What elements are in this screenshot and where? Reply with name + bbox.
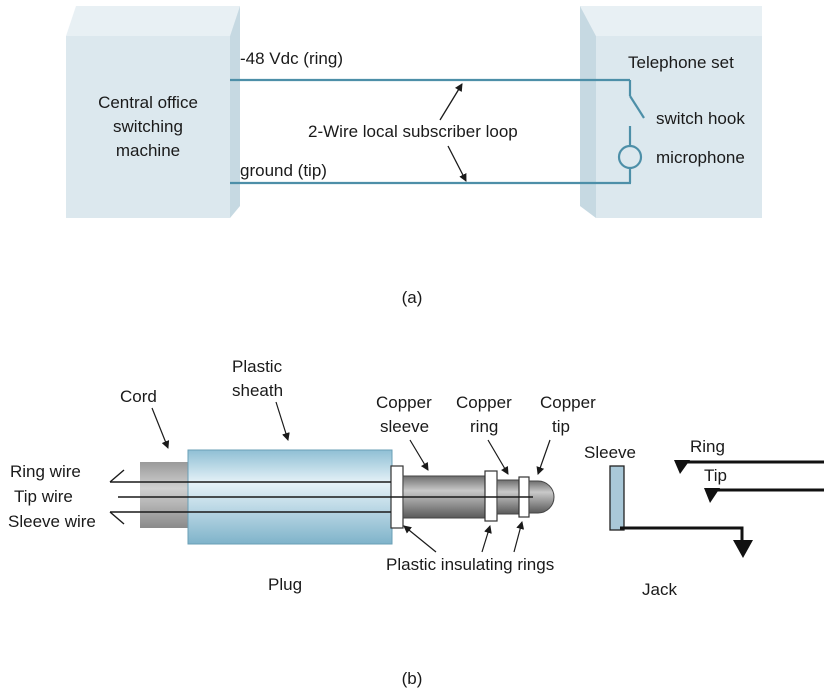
jack-sleeve-spring (620, 526, 744, 548)
ring-line (230, 78, 632, 96)
copper-tip-label-2: tip (552, 417, 570, 436)
copper-tip-label-1: Copper (540, 393, 596, 412)
jack-tip-hook (704, 488, 720, 503)
jack-sleeve-contact (609, 465, 625, 531)
plug-wires (109, 469, 533, 525)
cord (140, 462, 190, 528)
plug-callout-arrows (151, 401, 551, 553)
jack-sleeve-spring-tip (733, 540, 753, 558)
microphone-label: microphone (656, 148, 745, 167)
plastic-sheath-label-1: Plastic (232, 357, 283, 376)
insulating-ring-2 (484, 470, 498, 522)
copper-ring-label-1: Copper (456, 393, 512, 412)
switch-hook-label: switch hook (656, 109, 745, 128)
caption-b: (b) (402, 669, 423, 688)
plastic-sheath-label-2: sheath (232, 381, 283, 400)
sleeve-wire-label: Sleeve wire (8, 512, 96, 531)
jack-tip-label: Tip (704, 466, 727, 485)
ring-voltage-label: -48 Vdc (ring) (240, 49, 343, 68)
loop-label: 2-Wire local subscriber loop (308, 122, 518, 141)
copper-tip (528, 480, 555, 514)
central-office-box (66, 6, 240, 218)
jack-ring-hook (674, 460, 690, 474)
loop-arrow-up (439, 83, 463, 121)
copper-ring-label-2: ring (470, 417, 498, 436)
ring-wire-label: Ring wire (10, 462, 81, 481)
jack-sleeve-label: Sleeve (584, 443, 636, 462)
central-office-label-1: Central office (98, 93, 198, 112)
switch-hook (629, 95, 645, 119)
tip-ground-label: ground (tip) (240, 161, 327, 180)
caption-a: (a) (402, 288, 423, 307)
central-office-label-2: switching (113, 117, 183, 136)
copper-sleeve-label-2: sleeve (380, 417, 429, 436)
telephone-set-label: Telephone set (628, 53, 734, 72)
jack-label: Jack (642, 580, 677, 599)
copper-sleeve-label-1: Copper (376, 393, 432, 412)
jack-ring-label: Ring (690, 437, 725, 456)
central-office-label-3: machine (116, 141, 180, 160)
plug-label: Plug (268, 575, 302, 594)
cord-label: Cord (120, 387, 157, 406)
insulating-rings-label: Plastic insulating rings (386, 555, 554, 574)
loop-arrow-down (447, 145, 467, 182)
telephone-set-box (580, 6, 762, 218)
tip-wire-label: Tip wire (14, 487, 73, 506)
